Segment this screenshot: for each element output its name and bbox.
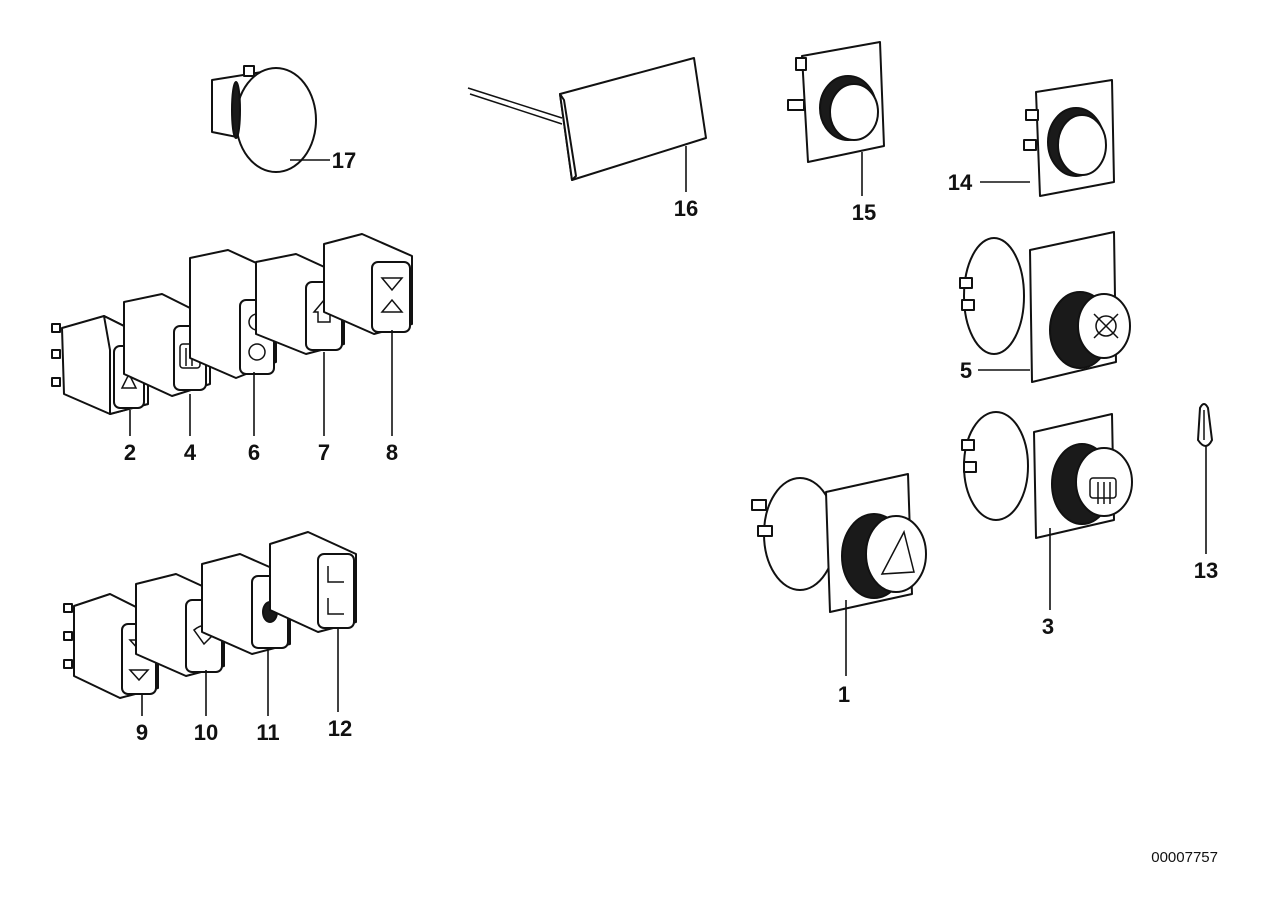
part-17-blanking-cap bbox=[211, 65, 317, 173]
rocker-row-top bbox=[51, 233, 413, 415]
callout-8: 8 bbox=[386, 440, 398, 465]
leader-lines bbox=[129, 146, 1207, 716]
part-4-defrost-rocker bbox=[123, 293, 211, 397]
part-16-blank-plate bbox=[467, 57, 707, 181]
callout-1: 1 bbox=[838, 682, 850, 707]
callout-5: 5 bbox=[960, 358, 972, 383]
part-12-seat-heating-rocker bbox=[269, 531, 357, 633]
callout-11: 11 bbox=[256, 720, 279, 745]
callout-13: 13 bbox=[1194, 558, 1218, 583]
part-8-window-rocker bbox=[323, 233, 413, 335]
part-1-hazard-switch bbox=[751, 473, 927, 613]
part-13-bulb bbox=[1197, 403, 1213, 447]
callout-2: 2 bbox=[124, 440, 136, 465]
callout-4: 4 bbox=[184, 440, 197, 465]
rocker-row-bottom bbox=[63, 531, 357, 699]
callout-6: 6 bbox=[248, 440, 260, 465]
callout-15: 15 bbox=[852, 200, 876, 225]
callout-3: 3 bbox=[1042, 614, 1054, 639]
part-14-round-switch bbox=[1023, 79, 1115, 197]
callout-9: 9 bbox=[136, 720, 148, 745]
fog-light-icon bbox=[1093, 313, 1119, 339]
callout-17: 17 bbox=[332, 148, 356, 173]
callout-labels: 1 2 3 4 5 6 7 8 9 10 11 12 13 14 15 16 1… bbox=[124, 148, 1218, 745]
callout-7: 7 bbox=[318, 440, 330, 465]
callout-10: 10 bbox=[194, 720, 218, 745]
callout-16: 16 bbox=[674, 196, 698, 221]
rear-window-defrost-icon bbox=[1089, 477, 1117, 504]
seat-heating-icon bbox=[327, 566, 344, 583]
callout-14: 14 bbox=[948, 170, 973, 195]
diagram-reference-number: 00007757 bbox=[1151, 849, 1218, 866]
part-15-round-switch bbox=[787, 41, 885, 163]
callout-12: 12 bbox=[328, 716, 352, 741]
part-5-push-switch bbox=[959, 231, 1131, 383]
bulb-icon bbox=[1197, 403, 1213, 447]
warning-triangle-icon bbox=[880, 529, 915, 575]
part-3-rear-defrost-switch bbox=[961, 411, 1133, 539]
